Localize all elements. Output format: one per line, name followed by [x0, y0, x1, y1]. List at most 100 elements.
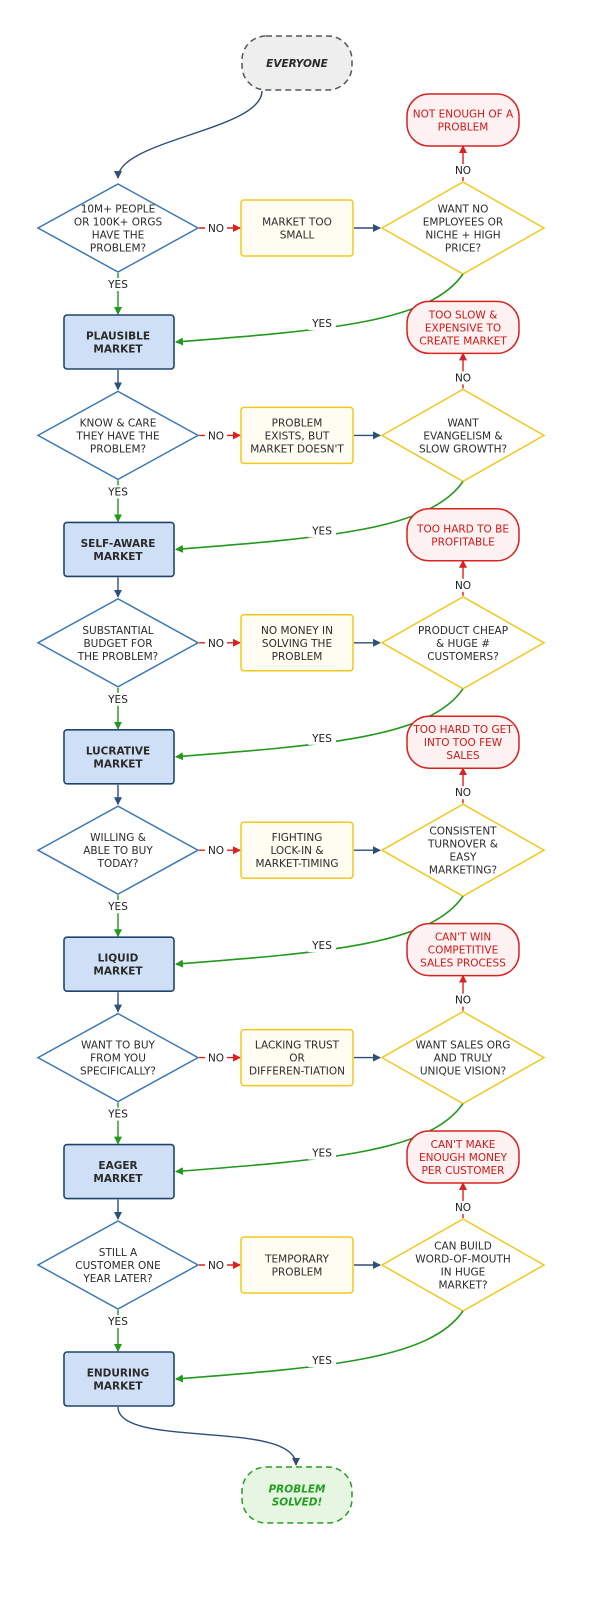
market-box: [63, 314, 175, 370]
end-node: [241, 1466, 353, 1524]
decision-label-line: 10M+ PEOPLE: [81, 204, 156, 216]
alt-decision-label-line: & HUGE #: [436, 638, 490, 650]
alt-decision-label-line: CUSTOMERS?: [427, 651, 499, 663]
edge-label-alt-no: NO: [455, 580, 471, 592]
market-label-line: MARKET: [93, 966, 143, 978]
decision-label-line: STILL A: [99, 1247, 138, 1259]
result-box: [240, 406, 354, 465]
decision-label-line: KNOW & CARE: [80, 417, 157, 429]
edge-label-bg: [452, 786, 474, 800]
edge-label-alt-yes: YES: [311, 525, 332, 537]
edge-label-bg: [104, 1107, 132, 1121]
alt-decision-label-line: UNIQUE VISION?: [420, 1066, 506, 1078]
edge-label-no: NO: [208, 845, 224, 857]
edge-label-bg: [308, 1354, 336, 1367]
start-label-line: EVERYONE: [266, 58, 329, 70]
fail-box: [406, 1130, 520, 1184]
alt-decision-label-line: SLOW GROWTH?: [419, 443, 507, 455]
alt-decision-label-line: CAN BUILD: [434, 1241, 492, 1253]
market-label-line: MARKET: [93, 344, 143, 356]
result-label-line: LOCK-IN &: [270, 845, 323, 857]
edge-label-bg: [308, 939, 336, 953]
result-label-line: MARKET-TIMING: [256, 858, 339, 870]
fail-label-line: TOO HARD TO GET: [412, 724, 513, 736]
market-box: [63, 936, 175, 993]
edge-label-bg: [205, 428, 227, 442]
alt-decision-label-line: EASY: [450, 852, 477, 864]
result-label-line: DIFFEREN-TIATION: [249, 1066, 345, 1078]
edge-label-bg: [205, 1258, 227, 1271]
alt-decision-label-line: PRODUCT CHEAP: [418, 625, 508, 637]
alt-decision-label-line: EVANGELISM &: [423, 430, 502, 442]
result-label-line: PROBLEM: [272, 417, 323, 429]
edge-label-bg: [104, 1315, 132, 1328]
fail-box: [406, 508, 520, 562]
market-label-line: MARKET: [93, 758, 143, 770]
fail-label-line: CREATE MARKET: [419, 335, 507, 347]
alt-decision-label-line: MARKET?: [438, 1280, 487, 1292]
result-label-line: PROBLEM: [272, 1267, 323, 1279]
decision-label-line: WILLING &: [90, 832, 146, 844]
edge-label-yes: YES: [107, 1316, 128, 1328]
edge-label-alt-yes: YES: [311, 318, 332, 330]
edge-label-bg: [104, 485, 132, 499]
decision-diamond: [36, 1012, 200, 1103]
edge-label-no: NO: [208, 223, 224, 235]
edge-label-bg: [205, 221, 227, 234]
decision-label-line: HAVE THE: [92, 230, 145, 242]
edge-label-no: NO: [208, 638, 224, 650]
edge-label-no: NO: [208, 430, 224, 442]
end-label-line: SOLVED!: [272, 1497, 323, 1509]
edge-label-yes: YES: [107, 1109, 128, 1121]
edge-label-bg: [452, 993, 474, 1007]
alt-decision-label-line: CONSISTENT: [429, 826, 497, 838]
fail-label-line: PROFITABLE: [431, 536, 495, 548]
fail-box: [406, 300, 520, 355]
result-label-line: PROBLEM: [272, 651, 323, 663]
fail-label-line: COMPETITIVE: [428, 945, 498, 957]
market-label-line: SELF-AWARE: [81, 538, 156, 550]
edge-label-alt-no: NO: [455, 372, 471, 384]
edge-label-bg: [308, 317, 336, 330]
edge-label-yes: YES: [107, 279, 128, 291]
decision-diamond: [36, 805, 200, 896]
alt-decision-label: PRODUCT CHEAP& HUGE #CUSTOMERS?: [418, 625, 508, 663]
fail-label-line: SALES: [446, 750, 480, 762]
result-box: [240, 1236, 354, 1294]
decision-label-line: PROBLEM?: [90, 443, 146, 455]
edge-label-alt-no: NO: [455, 1202, 471, 1214]
decision-label-line: ABLE TO BUY: [83, 845, 153, 857]
result-label-line: OR: [289, 1053, 305, 1065]
decision-diamond: [36, 597, 200, 688]
edge-label-alt-yes: YES: [311, 1148, 332, 1160]
decision-label-line: SPECIFICALLY?: [80, 1066, 156, 1078]
fail-label-line: TOO SLOW &: [428, 309, 498, 321]
market-label-line: MARKET: [93, 1173, 143, 1185]
market-label-line: MARKET: [93, 551, 143, 563]
alt-decision-label-line: WANT SALES ORG: [416, 1040, 511, 1052]
market-label-line: MARKET: [93, 1381, 143, 1393]
arrow-alt-yes: [175, 273, 464, 346]
edge-label-alt-yes: YES: [311, 1355, 332, 1367]
edge-label-bg: [205, 635, 227, 649]
alt-decision-label-line: TURNOVER &: [427, 839, 498, 851]
edge-label-bg: [452, 578, 474, 592]
edge-label-alt-no: NO: [455, 995, 471, 1007]
fail-label-line: ENOUGH MONEY: [419, 1152, 508, 1164]
